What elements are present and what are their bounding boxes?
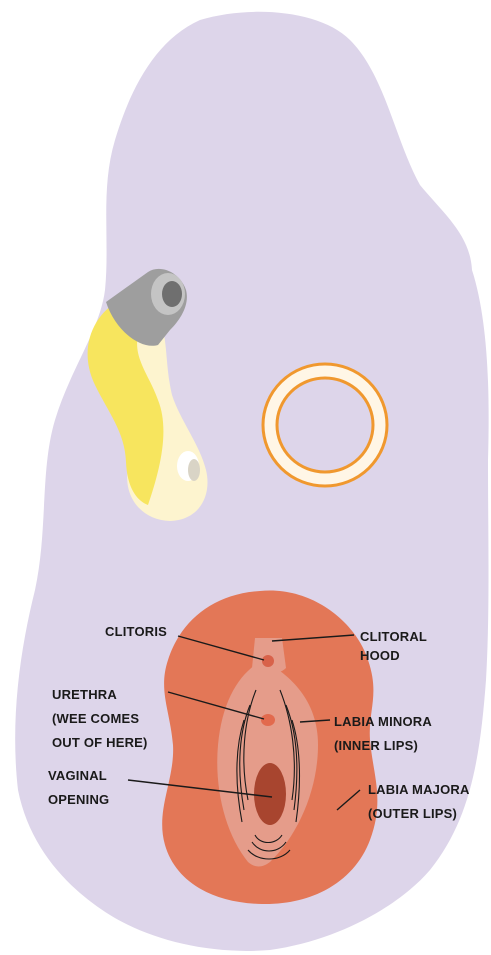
toy-tip-shadow: [188, 459, 200, 481]
label-clitoral-hood-line-2: HOOD: [360, 646, 427, 665]
label-clitoris: CLITORIS: [105, 622, 167, 641]
label-vaginal-opening-line-1: VAGINAL: [48, 764, 109, 788]
label-labia-majora: LABIA MAJORA (OUTER LIPS): [368, 778, 470, 826]
label-urethra-line-2: (WEE COMES: [52, 707, 148, 731]
urethra-shape: [261, 714, 275, 726]
vaginal-opening-shape: [254, 763, 286, 825]
label-clitoral-hood-line-1: CLITORAL: [360, 627, 427, 646]
label-clitoral-hood: CLITORAL HOOD: [360, 627, 427, 665]
label-urethra: URETHRA (WEE COMES OUT OF HERE): [52, 683, 148, 755]
clitoris-shape: [262, 655, 274, 667]
label-labia-minora-line-1: LABIA MINORA: [334, 710, 432, 734]
label-labia-minora: LABIA MINORA (INNER LIPS): [334, 710, 432, 758]
label-clitoris-text: CLITORIS: [105, 624, 167, 639]
label-labia-majora-line-2: (OUTER LIPS): [368, 802, 470, 826]
label-vaginal-opening-line-2: OPENING: [48, 788, 109, 812]
label-labia-majora-line-1: LABIA MAJORA: [368, 778, 470, 802]
ring-inner: [277, 378, 373, 472]
label-urethra-line-3: OUT OF HERE): [52, 731, 148, 755]
label-urethra-line-1: URETHRA: [52, 683, 148, 707]
label-labia-minora-line-2: (INNER LIPS): [334, 734, 432, 758]
label-vaginal-opening: VAGINAL OPENING: [48, 764, 109, 812]
toy-cap-hole: [162, 281, 182, 307]
